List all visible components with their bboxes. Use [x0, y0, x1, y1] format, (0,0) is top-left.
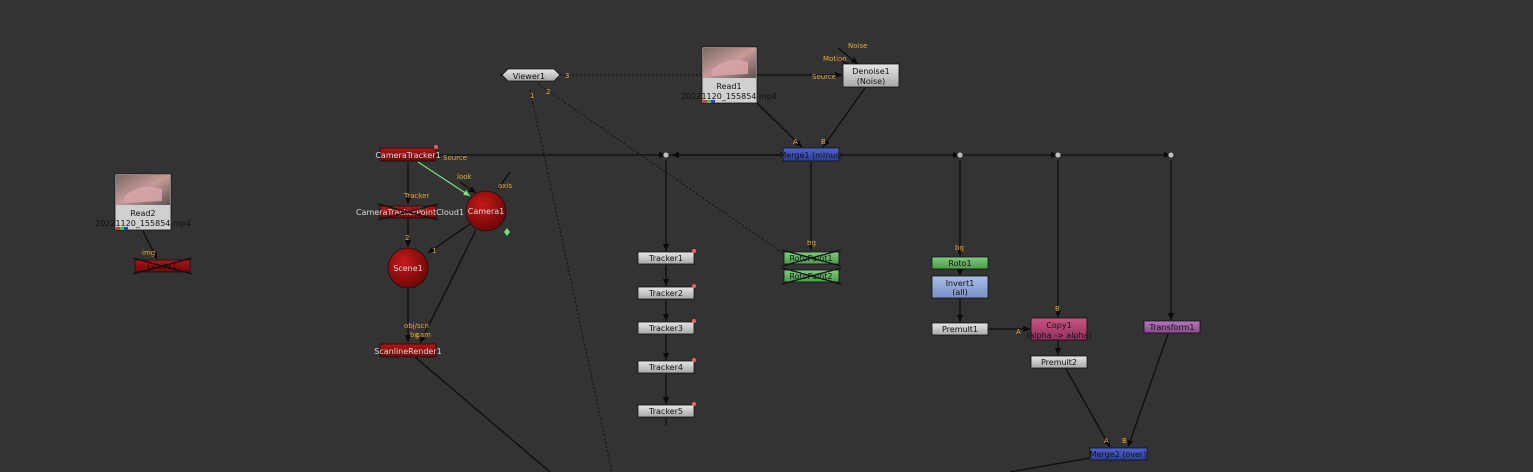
- pin-noise: Noise: [848, 42, 867, 50]
- copy1-node[interactable]: Copy1 (alpha -> alpha): [1026, 317, 1092, 341]
- invert1-node[interactable]: Invert1 (all): [931, 275, 989, 299]
- diamond-indicator-icon: [504, 228, 510, 236]
- tracker1-node[interactable]: Tracker1: [637, 249, 696, 265]
- node-label: ScanlineRender1: [374, 347, 441, 356]
- keyframe-indicator-icon: [692, 319, 696, 323]
- rotopaint1-node[interactable]: RotoPaint1: [781, 249, 842, 267]
- pin-look: look: [457, 173, 473, 181]
- read1-node[interactable]: Read1 20221120_155854.mp4: [681, 46, 777, 104]
- pin-scene-1: 1: [432, 247, 436, 255]
- pin-objscn: obj/scn: [404, 322, 429, 330]
- pin-ct-source: Source: [443, 154, 467, 162]
- node-label: Premult1: [942, 325, 978, 334]
- pin-viewer-1: 1: [530, 92, 534, 100]
- pin-scene-2: 2: [405, 234, 409, 242]
- pin-viewer-3: 3: [565, 72, 569, 80]
- pin-tracker: Tracker: [403, 192, 429, 200]
- roto1-node[interactable]: Roto1: [931, 256, 989, 270]
- transform1-node[interactable]: Transform1: [1143, 320, 1201, 334]
- node-file: 20221120_155854.mp4: [681, 92, 777, 101]
- dot-icon: [956, 151, 964, 159]
- premult1-node[interactable]: Premult1: [931, 322, 989, 336]
- pin-merge2-b: B: [1122, 437, 1127, 445]
- pin-bg: bg: [410, 331, 419, 339]
- pin-merge1-a: A: [793, 138, 798, 146]
- keyframe-indicator-icon: [692, 402, 696, 406]
- merge2-node[interactable]: Merge2 (over): [1089, 447, 1148, 461]
- cameratracker1-node[interactable]: CameraTracker1: [375, 145, 441, 162]
- node-label: Merge2 (over): [1090, 450, 1147, 459]
- camera-link-line: [417, 161, 471, 197]
- pin-motion: Motion: [823, 55, 847, 63]
- node-label: Tracker5: [648, 407, 683, 416]
- keyframe-indicator-icon: [434, 145, 438, 149]
- node-label: Read1: [716, 82, 741, 91]
- node-label: Denoise1: [852, 67, 889, 76]
- dot-icon: [662, 151, 670, 159]
- keyframe-indicator-icon: [692, 249, 696, 253]
- read2-node[interactable]: Read2 20221120_155854.mp4: [95, 173, 191, 231]
- keyframe-indicator-icon: [692, 358, 696, 362]
- node-label: Transform1: [1149, 323, 1195, 332]
- dot-icon: [1167, 151, 1175, 159]
- denoise1-node[interactable]: Denoise1 (Noise): [842, 63, 900, 88]
- node-sublabel: (Noise): [857, 77, 885, 86]
- pin-rp-bg: bg: [807, 239, 816, 247]
- scene1-node[interactable]: Scene1: [387, 247, 429, 289]
- x-cross-icon: [377, 203, 439, 221]
- tracker3-node[interactable]: Tracker3: [637, 319, 696, 335]
- tracker2-node[interactable]: Tracker2: [637, 284, 696, 300]
- dot-icon: [1054, 151, 1062, 159]
- node-sublabel: (all): [952, 288, 968, 297]
- node-label: Tracker3: [648, 324, 683, 333]
- x-cross-icon: [781, 267, 842, 285]
- scanlinerender1-node[interactable]: ScanlineRender1: [374, 343, 442, 358]
- pin-source: Source: [812, 73, 836, 81]
- node-label: Copy1: [1046, 321, 1071, 330]
- node-label: Tracker2: [648, 289, 683, 298]
- dot-nodes[interactable]: [662, 151, 1175, 159]
- premult2-node[interactable]: Premult2: [1030, 355, 1088, 369]
- node-label: Scene1: [393, 264, 422, 273]
- pin-copy-b: B: [1055, 305, 1060, 313]
- tracker4-node[interactable]: Tracker4: [637, 358, 696, 374]
- node-label: Camera1: [468, 207, 504, 216]
- keyframe-indicator-icon: [692, 284, 696, 288]
- viewer1-node[interactable]: Viewer1: [501, 68, 561, 82]
- node-label: Roto1: [948, 259, 971, 268]
- node-file: 20221120_155854.mp4: [95, 219, 191, 228]
- node-label: Merge1 (minus): [779, 151, 842, 160]
- pin-copy-a: A: [1016, 328, 1021, 336]
- merge1-node[interactable]: Merge1 (minus): [779, 147, 843, 162]
- node-label: CameraTracker1: [375, 151, 440, 160]
- pin-viewer-2: 2: [546, 88, 550, 96]
- pointcloud-node[interactable]: CameraTrackerPointCloud1: [356, 203, 464, 221]
- x-cross-icon: [781, 249, 842, 267]
- node-label: Tracker1: [648, 254, 683, 263]
- rotopaint2-node[interactable]: RotoPaint2: [781, 267, 842, 285]
- pin-merge1-b: B: [821, 138, 826, 146]
- pin-img: img: [142, 249, 155, 257]
- node-label: Read2: [130, 209, 155, 218]
- pin-axis: axis: [498, 182, 512, 190]
- node-label: Invert1: [946, 279, 975, 288]
- x-cross-icon: [132, 257, 193, 275]
- tracker5-node[interactable]: Tracker5: [637, 402, 696, 418]
- pin-labels: Noise Motion Source 3 2 1 A B Source loo…: [142, 42, 1127, 445]
- node-label: Tracker4: [648, 363, 683, 372]
- camera1-node[interactable]: Camera1: [465, 190, 510, 236]
- pin-merge2-a: A: [1104, 437, 1109, 445]
- connections: [142, 47, 1175, 472]
- pin-cam: cam: [416, 331, 431, 339]
- node-label: Premult2: [1041, 358, 1077, 367]
- pin-roto-bg: bg: [955, 244, 964, 252]
- node-label: Viewer1: [513, 72, 545, 81]
- grade1-node[interactable]: Grade1: [132, 257, 193, 275]
- viewer-connections: [529, 74, 791, 472]
- node-sublabel: (alpha -> alpha): [1026, 331, 1091, 340]
